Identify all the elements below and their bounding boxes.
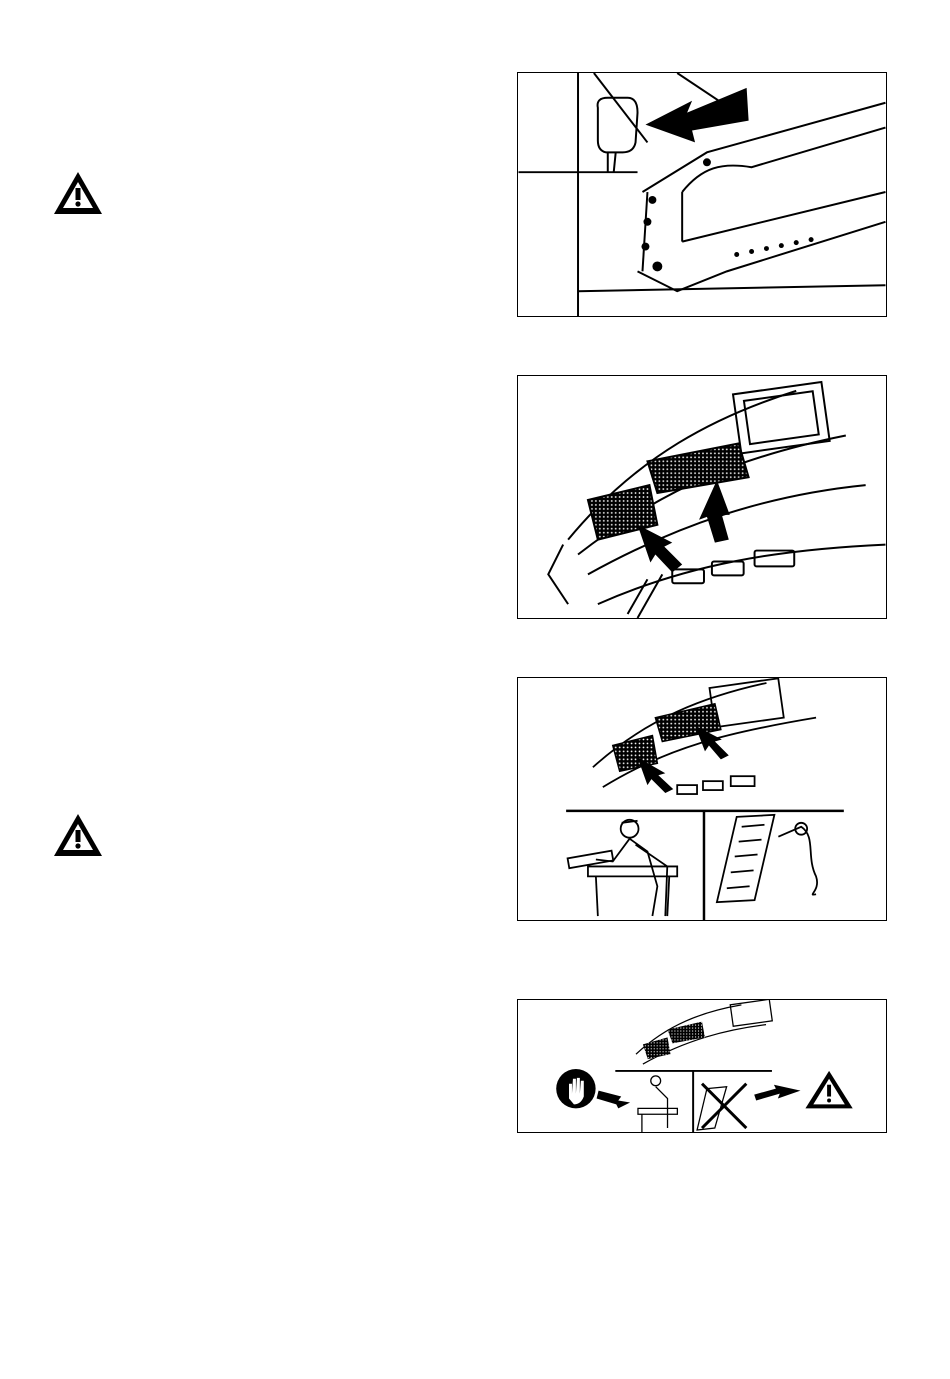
warning-triangle-icon bbox=[52, 170, 104, 216]
warning-triangle-icon bbox=[805, 1071, 852, 1108]
prohibited-cross-icon bbox=[702, 1084, 746, 1128]
filter-cleaning-safety-figure bbox=[517, 999, 887, 1133]
cab-air-filters-figure bbox=[517, 375, 887, 619]
fuel-filter-figure bbox=[517, 72, 887, 317]
arrow-icon bbox=[754, 1085, 800, 1101]
arrow-icon bbox=[699, 480, 730, 542]
glove-icon bbox=[556, 1069, 595, 1108]
filter-cleaning-figure bbox=[517, 677, 887, 921]
arrow-icon bbox=[597, 1091, 630, 1109]
arrow-icon bbox=[645, 88, 748, 143]
warning-triangle-icon bbox=[52, 812, 104, 858]
